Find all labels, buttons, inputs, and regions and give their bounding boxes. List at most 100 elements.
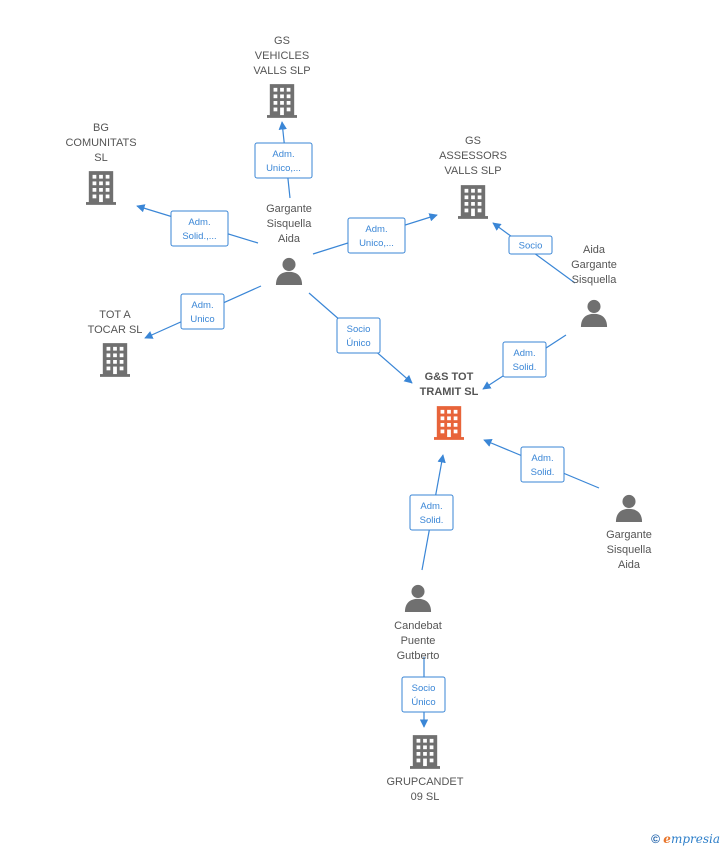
node-label: Gargante xyxy=(571,259,617,271)
node-grupcandet[interactable]: GRUPCANDET 09 SL xyxy=(386,735,464,803)
node-label: Sisquella xyxy=(572,274,618,286)
brand-name: mpresia xyxy=(670,832,720,846)
edge-role-text: Adm. xyxy=(191,300,213,311)
edge-role-box xyxy=(347,217,406,254)
edge-role-badge[interactable]: Adm. Solid.,... xyxy=(170,210,229,247)
edge-role-text: Solid. xyxy=(420,515,444,526)
node-label: Gargante xyxy=(266,203,312,215)
person-icon xyxy=(275,257,303,285)
edge-role-badge[interactable]: Adm. Solid. xyxy=(409,494,454,531)
edge-role-box xyxy=(502,341,547,378)
node-label: COMUNITATS xyxy=(65,137,136,149)
person-icon xyxy=(615,494,643,522)
edge-role-text: Socio xyxy=(347,324,371,335)
company-icon xyxy=(458,185,488,219)
person-icon xyxy=(404,584,432,612)
edge-role-badge[interactable]: Adm.Solid. xyxy=(502,341,547,378)
edge-role-box xyxy=(409,494,454,531)
node-label: GS xyxy=(465,135,481,147)
node-label: 09 SL xyxy=(411,791,440,803)
node-label: TRAMIT SL xyxy=(420,386,479,398)
edge-role-box xyxy=(401,676,446,713)
node-label: G&S TOT xyxy=(425,371,474,383)
edge-role-badge[interactable]: Socio xyxy=(508,235,553,255)
edge-role-text: Solid.,... xyxy=(182,231,216,242)
edge-role-text: Adm. xyxy=(272,149,294,160)
nodes-layer: GS VEHICLES VALLS SLP BG COMUNITATS SL GS ASSES… xyxy=(65,35,652,803)
edge-e4: Adm. Unico xyxy=(144,285,262,339)
edge-e8: Adm. Solid. xyxy=(483,439,600,489)
node-tot_a_tocar[interactable]: TOT A TOCAR SL xyxy=(88,309,143,377)
edge-role-text: Único xyxy=(346,338,370,349)
edge-role-text: Unico,... xyxy=(266,163,301,174)
edge-role-box xyxy=(254,142,313,179)
company-icon xyxy=(100,343,130,377)
edge-role-text: Adm. xyxy=(188,217,210,228)
edge-role-box xyxy=(170,210,229,247)
edge-role-text: Socio xyxy=(519,241,543,252)
edge-role-text: Adm. xyxy=(420,501,442,512)
company-icon xyxy=(86,171,116,205)
node-label: Puente xyxy=(401,635,436,647)
node-bg_comunitats[interactable]: BG COMUNITATS SL xyxy=(65,122,137,205)
main-company-icon xyxy=(434,406,464,440)
copyright-icon: © xyxy=(651,832,660,846)
node-label: Gargante xyxy=(606,529,652,541)
node-label: Candebat xyxy=(394,620,442,632)
edge-role-text: Socio xyxy=(412,683,436,694)
edge-role-box xyxy=(520,446,565,483)
edge-e2: Adm. Solid.,... xyxy=(136,204,259,247)
node-label: VALLS SLP xyxy=(253,65,310,77)
node-label: GRUPCANDET xyxy=(386,776,463,788)
edge-e6: Socio xyxy=(492,222,576,284)
node-label: TOCAR SL xyxy=(88,324,143,336)
node-label: Sisquella xyxy=(267,218,313,230)
person-icon xyxy=(580,299,608,327)
node-label: Gutberto xyxy=(397,650,440,662)
edge-role-badge[interactable]: Adm. Unico,... xyxy=(254,142,313,179)
edge-e1: Adm. Unico,... xyxy=(254,121,313,199)
node-gs_assessors[interactable]: GS ASSESSORS VALLS SLP xyxy=(439,135,507,219)
edge-role-box xyxy=(180,293,225,330)
edge-role-box xyxy=(508,235,553,255)
node-label: GS xyxy=(274,35,290,47)
node-label: Sisquella xyxy=(607,544,653,556)
edges-layer: Adm. Unico,... Adm. Solid.,... Adm. Unico,...… xyxy=(136,121,600,728)
node-label: BG xyxy=(93,122,109,134)
edge-role-text: Adm. xyxy=(365,224,387,235)
node-label: Aida xyxy=(618,559,641,571)
node-label: SL xyxy=(94,152,107,164)
company-icon xyxy=(410,735,440,769)
edge-role-text: Adm. xyxy=(531,453,553,464)
node-label: ASSESSORS xyxy=(439,150,507,162)
edge-role-text: Unico xyxy=(190,314,214,325)
node-label: TOT A xyxy=(99,309,131,321)
node-label: VALLS SLP xyxy=(444,165,501,177)
edge-role-text: Adm. xyxy=(513,348,535,359)
edge-role-badge[interactable]: Adm. Unico,... xyxy=(347,217,406,254)
edge-role-box xyxy=(336,317,381,354)
node-label: Aida xyxy=(278,233,301,245)
brand-logo: © empresia xyxy=(651,832,720,846)
company-icon xyxy=(267,84,297,118)
node-label: Aida xyxy=(583,244,606,256)
edge-role-text: Solid. xyxy=(531,467,555,478)
edge-role-text: Unico,... xyxy=(359,238,394,249)
edge-e7: Adm.Solid. xyxy=(482,334,567,390)
edge-e3: Adm. Unico,... xyxy=(312,213,438,255)
edge-role-badge[interactable]: Adm. Solid. xyxy=(520,446,565,483)
node-gs_vehicles[interactable]: GS VEHICLES VALLS SLP xyxy=(253,35,311,118)
edge-role-text: Único xyxy=(411,697,435,708)
node-gs_tot_tramit[interactable]: G&S TOT TRAMIT SL xyxy=(420,371,479,440)
edge-role-badge[interactable]: Adm. Unico xyxy=(180,293,225,330)
node-label: VEHICLES xyxy=(255,50,309,62)
